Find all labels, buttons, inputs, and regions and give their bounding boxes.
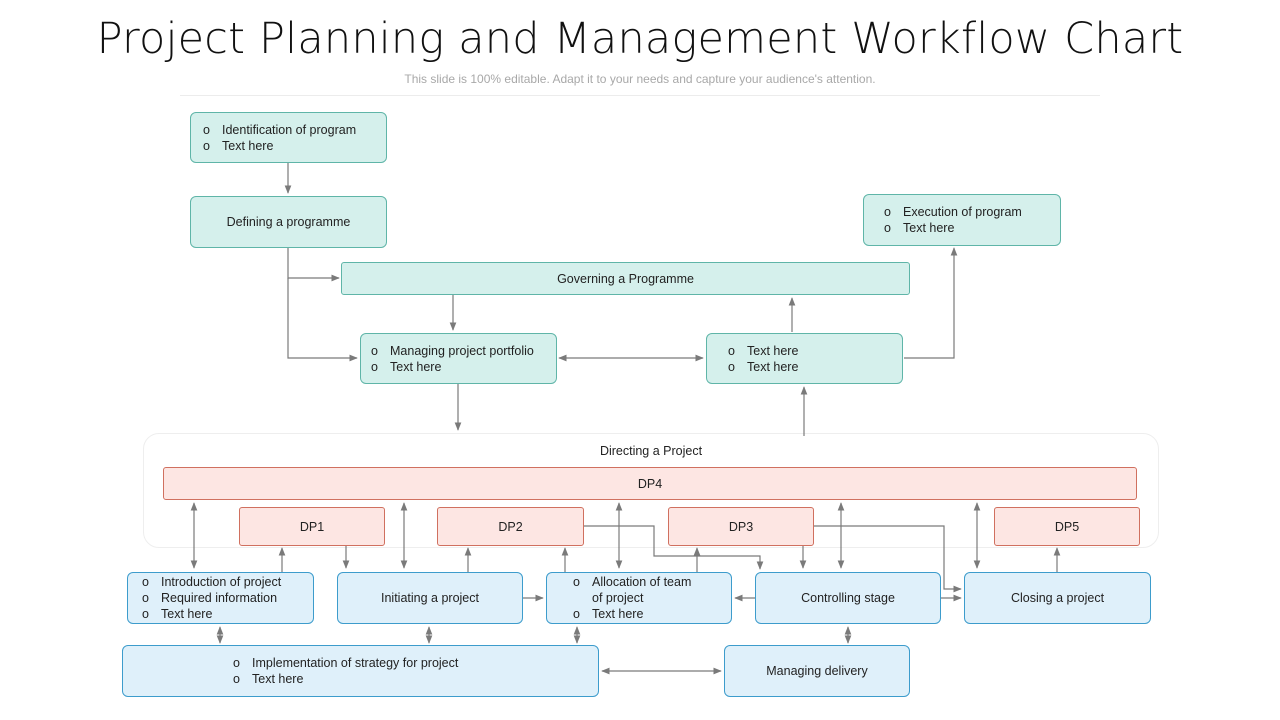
connector-dp2-controlling xyxy=(584,525,764,570)
connector-defining-portfolio xyxy=(287,278,358,362)
connector-textbox-execution xyxy=(904,247,958,359)
page-subtitle: This slide is 100% editable. Adapt it to… xyxy=(404,72,876,86)
dp4-box: DP4 xyxy=(163,467,1137,500)
dp2-box: DP2 xyxy=(437,507,584,546)
governing-programme-box: Governing a Programme xyxy=(341,262,910,295)
controlling-stage-box: Controlling stage xyxy=(755,572,941,624)
page-title: Project Planning and Management Workflow… xyxy=(96,14,1184,64)
initiating-project-box: Initiating a project xyxy=(337,572,523,624)
managing-delivery-box: Managing delivery xyxy=(724,645,910,697)
closing-project-box: Closing a project xyxy=(964,572,1151,624)
directing-label: Directing a Project xyxy=(599,444,703,458)
title-divider xyxy=(180,95,1100,96)
dp3-box: DP3 xyxy=(668,507,814,546)
defining-programme-box: Defining a programme xyxy=(190,196,387,248)
connector-dp3-closing xyxy=(814,525,962,593)
connector-defining-governing xyxy=(287,248,340,282)
list-item: of project xyxy=(592,591,644,605)
dp5-box: DP5 xyxy=(994,507,1140,546)
dp1-box: DP1 xyxy=(239,507,385,546)
